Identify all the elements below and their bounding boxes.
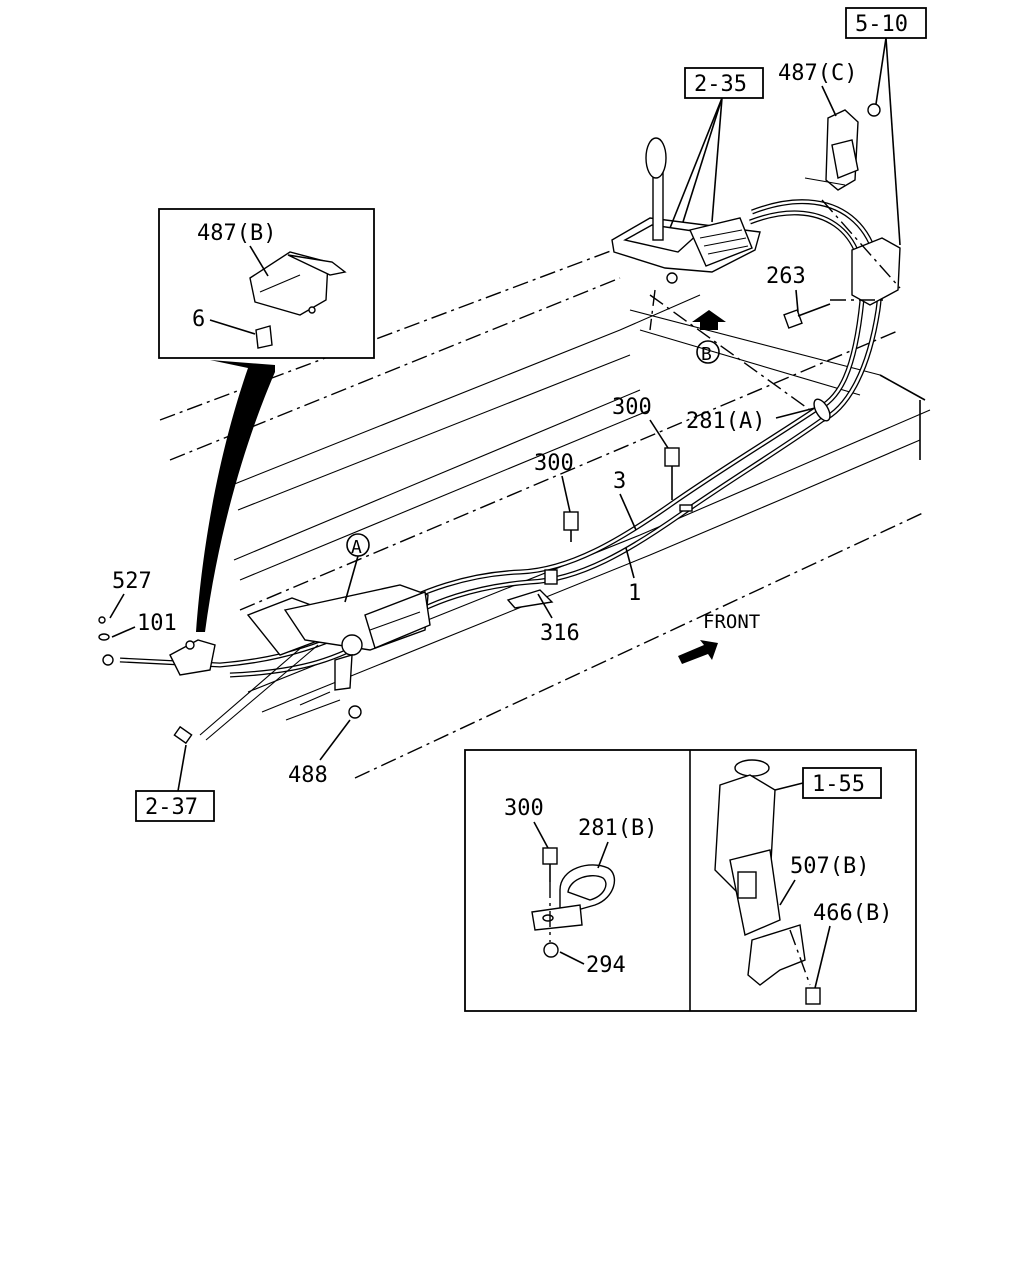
leader [619, 493, 637, 531]
label-466b: 466(B) [813, 901, 892, 926]
ref-2-37[interactable]: 2-37 [135, 790, 215, 822]
leader [775, 407, 816, 419]
leader [711, 97, 723, 223]
leader [209, 319, 256, 335]
leader [559, 951, 585, 965]
callout-a[interactable]: A [346, 533, 370, 558]
bolt-263 [783, 303, 831, 329]
leader [537, 593, 553, 619]
label-300-top: 300 [612, 395, 652, 420]
callout-b-label: B [701, 344, 712, 365]
front-arrow-icon [678, 640, 718, 664]
clip-mark [544, 569, 558, 585]
callout-a-label: A [351, 537, 362, 558]
label-487c: 487(C) [778, 61, 857, 86]
leader [109, 593, 125, 619]
label-487b: 487(B) [197, 221, 276, 246]
ref-5-10[interactable]: 5-10 [845, 7, 927, 39]
leader [625, 547, 635, 579]
ref-2-35-label: 2-35 [694, 72, 747, 97]
clip-281a [813, 398, 831, 422]
leader [111, 626, 136, 638]
leader [875, 37, 887, 105]
inset-487b [158, 208, 375, 632]
label-263: 263 [766, 264, 806, 289]
label-6: 6 [192, 307, 205, 332]
leader [774, 782, 804, 791]
label-101: 101 [137, 611, 177, 636]
label-300-detail: 300 [504, 796, 544, 821]
label-507b: 507(B) [790, 854, 869, 879]
direction-arrow-icon [692, 310, 726, 330]
leader [319, 719, 351, 761]
bracket-487c [804, 103, 901, 306]
ref-1-55[interactable]: 1-55 [802, 767, 882, 799]
bracket-316 [506, 589, 554, 609]
label-527: 527 [112, 569, 152, 594]
leader [344, 555, 359, 603]
leader [779, 879, 796, 906]
detail-clip-281b [531, 847, 616, 958]
leader [533, 821, 549, 849]
clip-mark [679, 504, 693, 512]
label-316: 316 [540, 621, 580, 646]
ref-2-35[interactable]: 2-35 [684, 67, 764, 99]
leader [669, 97, 723, 229]
ref-5-10-label: 5-10 [855, 12, 908, 37]
label-3: 3 [613, 469, 626, 494]
leader [561, 475, 571, 513]
label-1: 1 [628, 581, 641, 606]
shift-lever-assembly [611, 137, 761, 284]
leader [795, 289, 799, 313]
leader [177, 744, 187, 792]
bolt-300-top [664, 447, 680, 500]
label-488: 488 [288, 763, 328, 788]
label-294: 294 [586, 953, 626, 978]
inset-pointer [196, 360, 275, 632]
callout-b[interactable]: B [696, 340, 720, 365]
ref-2-37-label: 2-37 [145, 795, 198, 820]
label-281b: 281(B) [578, 816, 657, 841]
leader [821, 85, 837, 117]
ref-1-55-label: 1-55 [812, 772, 865, 797]
detail-bracket-507b [714, 759, 821, 1005]
leader [885, 37, 901, 246]
label-300-mid: 300 [534, 451, 574, 476]
leader [249, 245, 269, 277]
leader [649, 419, 669, 449]
label-front: FRONT [703, 611, 760, 633]
leader [814, 925, 831, 989]
leader [597, 841, 609, 869]
bolt-300-mid [563, 511, 579, 542]
leader [682, 97, 723, 223]
label-281a: 281(A) [686, 409, 765, 434]
handbrake-assembly [98, 584, 431, 719]
